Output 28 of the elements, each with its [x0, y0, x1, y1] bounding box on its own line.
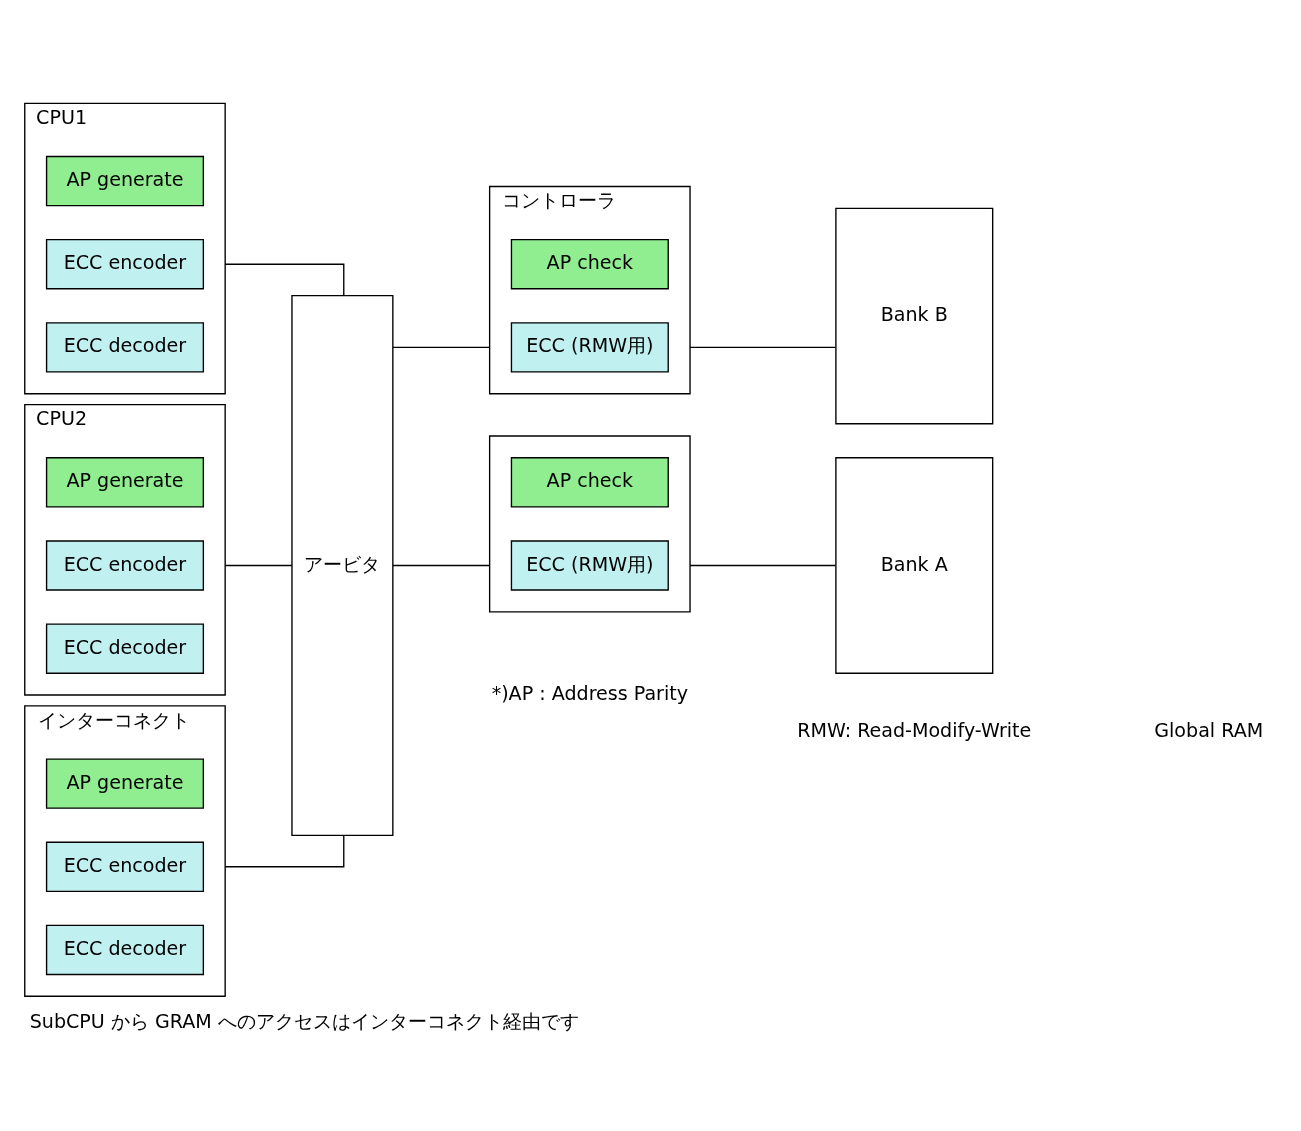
caption: SubCPU から GRAM へのアクセスはインターコネクト経由です — [29, 1009, 579, 1032]
node-box: アービタ — [291, 294, 394, 837]
label: *)AP : Address Parity — [491, 682, 689, 705]
node-box: ECC decoder — [45, 623, 205, 674]
connector — [224, 835, 345, 868]
node-box: AP check — [510, 457, 669, 508]
connector — [224, 564, 293, 567]
connector — [689, 564, 836, 567]
node-box: AP generate — [45, 155, 205, 207]
node-box: AP check — [510, 239, 669, 290]
connector — [224, 263, 345, 296]
connector — [392, 346, 491, 349]
connector — [392, 564, 491, 567]
label: Global RAM — [1154, 718, 1264, 741]
node-box: ECC encoder — [45, 841, 205, 892]
label: RMW: Read-Modify-Write — [797, 718, 1032, 741]
node-box: ECC (RMW用) — [510, 322, 669, 373]
node-box: ECC decoder — [45, 322, 205, 373]
cluster — [488, 435, 691, 613]
node-box: ECC (RMW用) — [510, 540, 669, 591]
node-box: ECC decoder — [45, 924, 205, 976]
node-box: Bank A — [835, 457, 994, 674]
node-box: AP generate — [45, 457, 205, 508]
node-box: ECC encoder — [45, 239, 205, 290]
node-box: Bank B — [835, 207, 994, 425]
node-box: ECC encoder — [45, 540, 205, 591]
connector — [689, 346, 836, 349]
node-box: AP generate — [45, 758, 205, 809]
